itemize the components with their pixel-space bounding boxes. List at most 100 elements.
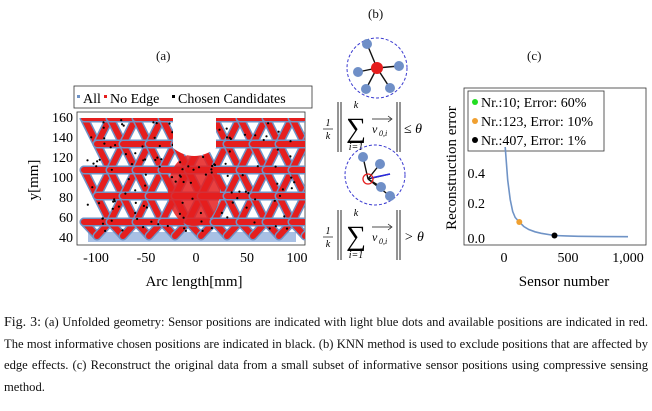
chosen-point [104, 229, 107, 232]
chosen-point [189, 181, 192, 184]
chosen-point [182, 180, 185, 184]
chosen-point [199, 211, 202, 215]
chosen-point [117, 205, 120, 208]
legend-label-123: Nr.:123, Error: 10% [481, 115, 593, 130]
caption-text: (a) Unfolded geometry: Sensor positions … [4, 315, 648, 394]
chosen-point [101, 222, 105, 225]
panel-b-figure: 1 k k ∑ i=1 v 0,i ≤ θ 1 k k ∑ i=1 v [323, 37, 424, 261]
svg-text:0,i: 0,i [379, 237, 387, 246]
chosen-point [144, 173, 147, 176]
svg-text:i=1: i=1 [349, 142, 364, 153]
svg-text:> θ: > θ [404, 230, 424, 245]
svg-text:k: k [326, 239, 331, 250]
svg-text:v: v [372, 230, 378, 244]
chosen-point [170, 176, 174, 179]
chosen-point [289, 155, 292, 158]
chosen-point [225, 127, 228, 130]
chosen-point [124, 192, 127, 195]
panel-a-figure: All No Edge Chosen Candidates 160 140 12… [26, 85, 313, 290]
chosen-point [276, 182, 279, 185]
chosen-point [157, 223, 160, 226]
chosen-point [111, 207, 114, 210]
chosen-point [229, 137, 232, 140]
formula-bottom: 1 k k ∑ i=1 v 0,i > θ [323, 208, 424, 261]
chosen-point [278, 194, 282, 197]
svg-text:k: k [326, 131, 331, 142]
chosen-point [174, 180, 177, 183]
chosen-point [103, 142, 106, 145]
chosen-point [109, 146, 112, 149]
chosen-point [218, 128, 221, 131]
chosen-point [96, 160, 99, 163]
svg-text:k: k [354, 208, 359, 219]
chosen-point [225, 136, 229, 139]
chosen-point [121, 229, 124, 232]
chosen-point [267, 122, 270, 125]
chosen-point [134, 211, 137, 215]
chosen-point [124, 153, 127, 156]
chosen-point [178, 174, 181, 177]
chosen-point [86, 203, 89, 206]
ytick-60: 60 [59, 211, 73, 226]
knn-neighbors-top [353, 39, 404, 94]
chosen-point [236, 197, 239, 200]
chosen-point [254, 198, 257, 201]
chosen-point [152, 121, 155, 124]
chosen-point [102, 126, 105, 129]
chosen-point [202, 155, 205, 159]
xtick-neg50: -50 [137, 251, 156, 266]
chosen-point [141, 145, 144, 148]
chosen-point [98, 158, 101, 161]
chosen-point [91, 186, 94, 189]
ytick-120: 120 [52, 151, 73, 166]
panel-label-b: (b) [368, 6, 384, 21]
chosen-point [253, 221, 256, 224]
chosen-point [130, 163, 134, 166]
svg-text:1: 1 [326, 118, 331, 129]
chosen-point [160, 158, 163, 161]
svg-text:k: k [354, 100, 359, 111]
chosen-point [113, 198, 116, 201]
panel-c-figure: Nr.:10; Error: 60% Nr.:123, Error: 10% N… [444, 87, 647, 290]
xtick-c-500: 500 [558, 251, 579, 266]
knn-circle-bottom [344, 144, 406, 206]
legend-marker-123 [472, 118, 478, 124]
xtick-neg100: -100 [83, 251, 109, 266]
legend-swatch-no-edge [104, 95, 107, 98]
chosen-point [122, 124, 125, 127]
mean-vector [370, 173, 391, 179]
chosen-point [153, 136, 156, 139]
legend-chosen: Chosen Candidates [178, 92, 286, 107]
chosen-point [245, 206, 248, 209]
chosen-point [226, 216, 229, 219]
chosen-point [171, 131, 174, 134]
chosen-point [144, 184, 147, 187]
formula-top: 1 k k ∑ i=1 v 0,i ≤ θ [323, 100, 422, 153]
svg-text:1: 1 [326, 226, 331, 237]
chosen-point [113, 200, 116, 203]
knn-center-top [371, 62, 383, 74]
cutout [173, 118, 216, 156]
chosen-point [290, 176, 293, 179]
chosen-point [178, 212, 181, 215]
chosen-point [256, 165, 259, 168]
legend-marker-10 [472, 99, 478, 105]
base-band [88, 232, 296, 242]
chosen-point [184, 229, 187, 232]
chosen-point [238, 190, 241, 193]
xtick-0: 0 [193, 251, 200, 266]
chosen-point [134, 201, 137, 204]
caption-fig-label: Fig. 3: [4, 315, 42, 330]
knn-circle-top [346, 37, 408, 99]
chosen-point [121, 123, 124, 126]
chosen-point [281, 188, 284, 191]
chosen-point [156, 156, 159, 159]
chosen-point [166, 224, 169, 228]
chosen-point [120, 119, 123, 122]
legend-label-10: Nr.:10; Error: 60% [481, 96, 587, 111]
legend-marker-407 [472, 137, 478, 143]
highlight-point-407 [551, 232, 558, 239]
ytick-c-0.0: 0.0 [468, 232, 486, 247]
chosen-point [265, 135, 268, 138]
chosen-point [274, 165, 277, 168]
